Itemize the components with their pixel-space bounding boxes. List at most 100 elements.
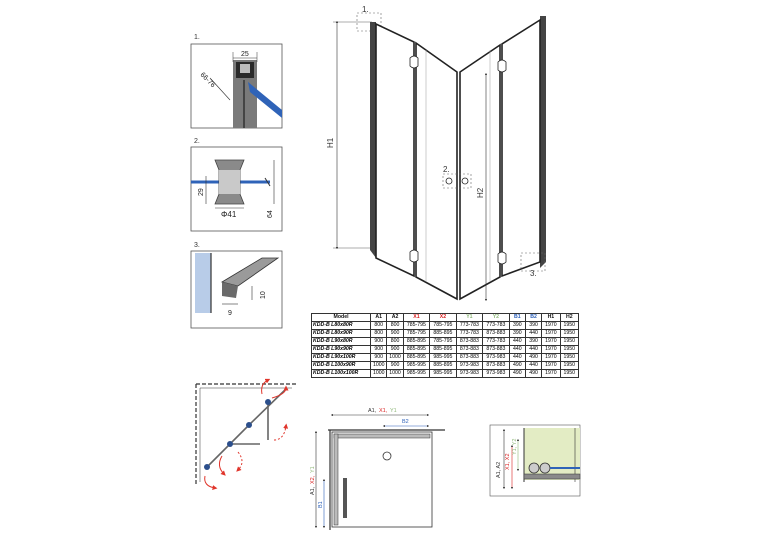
col-a2: A2: [386, 313, 404, 322]
hinge-icon: [497, 59, 507, 73]
glass-section: [195, 253, 211, 313]
table-cell: 785-795: [402, 329, 431, 338]
hinge-icon: [409, 55, 419, 69]
b2-label: B2: [402, 419, 409, 425]
side-view: A1, A2 X1, X2 Y1, Y2: [489, 424, 581, 497]
table-cell: 800: [386, 321, 404, 330]
table-cell: 1950: [559, 361, 580, 370]
table-cell: 440: [508, 337, 526, 346]
side-a-label: A1, A2: [496, 462, 502, 478]
table-cell: 390: [508, 321, 526, 330]
table-cell: 800: [370, 329, 388, 338]
table-cell: KDD-B L100x90R: [310, 361, 372, 370]
table-cell: 440: [508, 345, 526, 354]
table-cell: 885-895: [429, 361, 457, 370]
hinge-icon: [497, 251, 507, 265]
glass-panel: [248, 82, 282, 118]
knob-icon: [539, 462, 551, 474]
table-cell: 985-995: [429, 353, 457, 362]
table-cell: 1950: [559, 329, 580, 338]
table-cell: 773-783: [482, 321, 510, 330]
table-cell: 1000: [370, 361, 388, 370]
table-cell: 1970: [541, 329, 561, 338]
detail-3-number: 3.: [194, 242, 200, 249]
plan-left-x: X2,: [310, 475, 316, 484]
table-cell: 773-783: [455, 329, 484, 338]
table-cell: 390: [508, 329, 526, 338]
marker-1: 1.: [362, 5, 369, 14]
drain-icon: [382, 451, 392, 461]
table-cell: 1970: [541, 321, 561, 330]
table-cell: KDD-B L90x100R: [310, 353, 372, 362]
table-cell: 1970: [541, 337, 561, 346]
magnetic-seal: [220, 257, 280, 287]
hinge-icon: [246, 422, 252, 428]
table-row: KDD-B L100x90R 1000 900 985-995 885-895 …: [310, 361, 580, 370]
marker-3-box: [520, 252, 546, 272]
table-cell: 885-895: [429, 329, 457, 338]
plan-view: A1, X1, Y1 B2 A1, X2, Y1 B1: [310, 408, 445, 530]
detail-2-number: 2.: [194, 138, 200, 145]
dim-64: 64: [267, 210, 274, 218]
table-cell: 490: [508, 369, 526, 378]
left-door-panel-outer: [375, 22, 415, 278]
table-row: KDD-B L90x80R 900 800 885-895 785-795 87…: [310, 337, 580, 346]
table-cell: 1970: [541, 369, 561, 378]
table-cell: KDD-B L80x80R: [310, 321, 372, 330]
table-cell: 800: [370, 321, 388, 330]
table-cell: 900: [386, 361, 404, 370]
table-cell: 900: [386, 329, 404, 338]
swing-arrow-icon: [218, 455, 226, 476]
swing-arrow-icon: [261, 378, 271, 395]
col-b1: B1: [508, 313, 526, 322]
table-cell: 973-983: [482, 353, 510, 362]
main-view: 1. H1 2. H2 3.: [326, 5, 546, 302]
plan-left-a: A1,: [310, 486, 316, 495]
table-cell: 785-795: [402, 321, 431, 330]
table-cell: 390: [524, 337, 543, 346]
dim-25: 25: [241, 51, 249, 58]
table-cell: 440: [524, 329, 543, 338]
dim-29: 29: [198, 188, 205, 196]
door-swing-diagram: [195, 378, 296, 491]
table-cell: KDD-B L90x90R: [310, 345, 372, 354]
table-cell: 885-895: [402, 337, 431, 346]
table-row: KDD-B L80x90R 800 900 785-795 885-895 77…: [310, 329, 580, 338]
table-cell: 985-995: [402, 361, 431, 370]
table-cell: 1000: [386, 353, 404, 362]
table-cell: 900: [370, 337, 388, 346]
side-x-label: X1, X2: [505, 453, 511, 470]
hinge-icon: [227, 441, 233, 447]
table-cell: 440: [524, 345, 543, 354]
swing-arrow-icon: [271, 385, 289, 399]
table-cell: 773-783: [455, 321, 484, 330]
table-cell: 900: [370, 345, 388, 354]
col-y2: Y2: [482, 313, 510, 322]
h1-label: H1: [326, 137, 335, 148]
table-cell: 873-883: [482, 361, 510, 370]
h2-label: H2: [476, 187, 485, 198]
table-cell: 1950: [559, 321, 580, 330]
table-cell: 440: [524, 361, 543, 370]
table-cell: 800: [386, 337, 404, 346]
table-row: KDD-B L80x80R 800 800 785-795 785-795 77…: [310, 321, 580, 330]
table-cell: 873-883: [455, 345, 484, 354]
marker-2: 2.: [443, 165, 450, 174]
col-h2: H2: [559, 313, 580, 322]
table-cell: 1000: [370, 369, 388, 378]
plan-top-x: X1,: [379, 408, 388, 414]
table-cell: KDD-B L80x90R: [310, 329, 372, 338]
knob-icon: [528, 462, 540, 474]
dim-9: 9: [228, 310, 232, 317]
plan-top-y: Y1: [390, 408, 397, 414]
table-cell: 885-895: [402, 345, 431, 354]
col-model: Model: [310, 313, 372, 322]
col-y1: Y1: [455, 313, 484, 322]
table-cell: 785-795: [429, 321, 457, 330]
table-cell: 490: [524, 369, 543, 378]
dim-10: 10: [260, 291, 267, 299]
table-row: KDD-B L90x90R 900 900 885-895 885-895 87…: [310, 345, 580, 354]
swing-arrow-icon: [236, 451, 243, 472]
dim-phi-41: Φ41: [221, 210, 237, 219]
detail-1-number: 1.: [194, 34, 200, 41]
